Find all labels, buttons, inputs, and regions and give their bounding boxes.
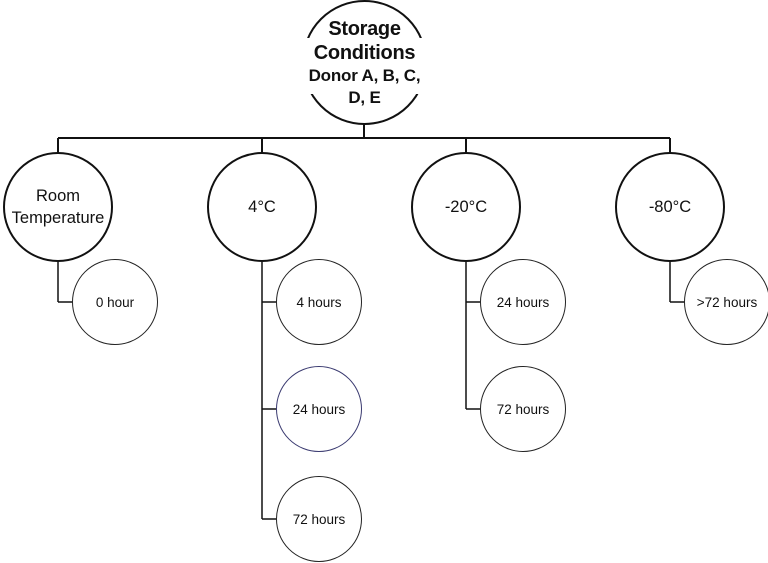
timepoint-node-minus80-over72h: >72 hours <box>684 259 768 345</box>
timepoint-node-4c-4h: 4 hours <box>276 259 362 345</box>
timepoint-node-minus20-72h: 72 hours <box>480 366 566 452</box>
timepoint-node-4c-72h: 72 hours <box>276 476 362 562</box>
condition-node-minus20c: -20°C <box>411 152 521 262</box>
root-node: Storage Conditions Donor A, B, C, D, E <box>274 0 455 125</box>
condition-label-line2: Temperature <box>11 209 105 227</box>
timepoint-label: 24 hours <box>292 401 346 417</box>
timepoint-label: 72 hours <box>292 511 346 527</box>
condition-label-line1: Room <box>35 187 80 205</box>
condition-node-4c: 4°C <box>207 152 317 262</box>
root-label-backdrop <box>274 38 455 94</box>
timepoint-label: 72 hours <box>496 401 550 417</box>
condition-label: -80°C <box>648 198 692 216</box>
timepoint-node-room-0h: 0 hour <box>72 259 158 345</box>
timepoint-label: 0 hour <box>95 294 135 310</box>
condition-node-room-temperature: Room Temperature <box>3 152 113 262</box>
root-title: Storage Conditions <box>313 17 416 64</box>
timepoint-label: 4 hours <box>296 294 342 310</box>
timepoint-label: >72 hours <box>696 294 758 310</box>
root-subtitle: Donor A, B, C, D, E <box>308 65 421 107</box>
condition-label: -20°C <box>444 198 488 216</box>
timepoint-node-minus20-24h: 24 hours <box>480 259 566 345</box>
condition-label: 4°C <box>248 198 276 216</box>
condition-node-minus80c: -80°C <box>615 152 725 262</box>
timepoint-node-4c-24h: 24 hours <box>276 366 362 452</box>
timepoint-label: 24 hours <box>496 294 550 310</box>
